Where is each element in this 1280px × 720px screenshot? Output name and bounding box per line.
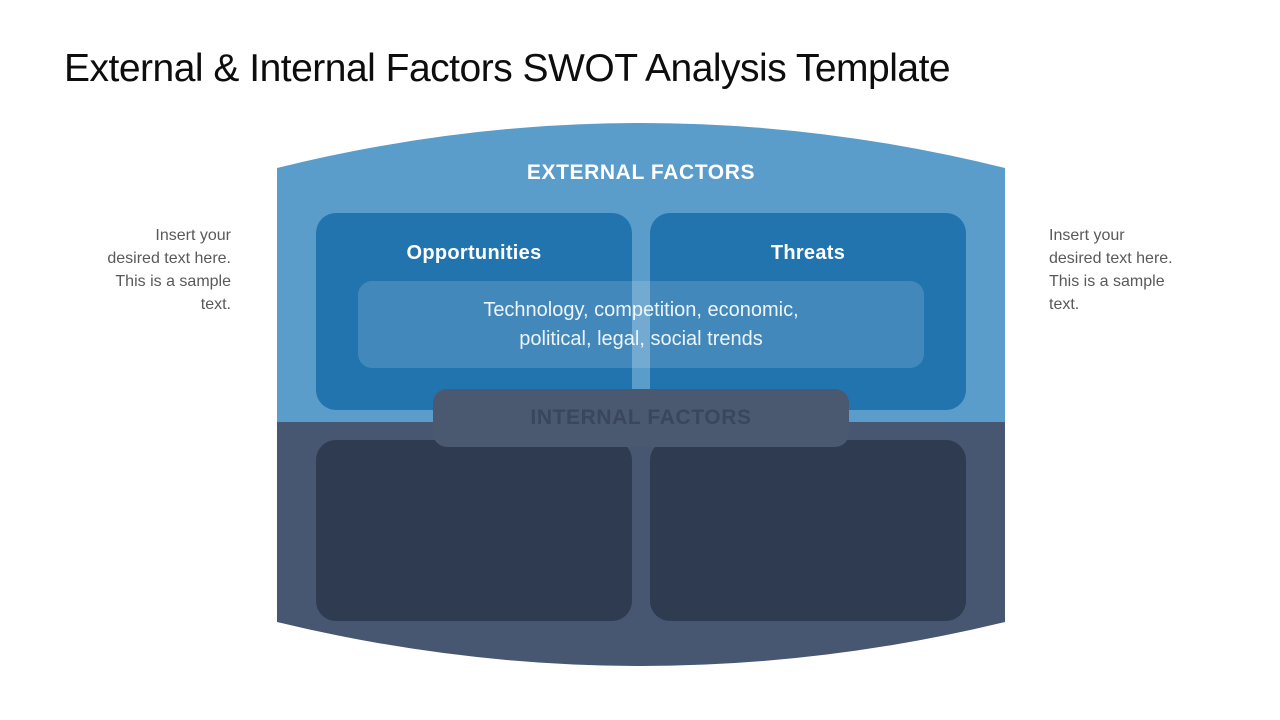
opportunities-box: Opportunities bbox=[316, 213, 632, 410]
internal-box-right bbox=[650, 440, 966, 621]
internal-factors-tab: INTERNAL FACTORS bbox=[433, 389, 849, 447]
opportunities-label: Opportunities bbox=[406, 242, 542, 264]
internal-box-left bbox=[316, 440, 632, 621]
external-factors-header: EXTERNAL FACTORS bbox=[526, 161, 756, 184]
external-factors-note: Technology, competition, economic,politi… bbox=[358, 281, 924, 368]
internal-factors-header: INTERNAL FACTORS bbox=[530, 406, 752, 429]
threats-box: Threats bbox=[650, 213, 966, 410]
slide-title: External & Internal Factors SWOT Analysi… bbox=[64, 47, 951, 90]
swot-diagram: EXTERNAL FACTORS Opportunities Threats T… bbox=[277, 123, 1005, 668]
threats-label: Threats bbox=[770, 242, 846, 264]
